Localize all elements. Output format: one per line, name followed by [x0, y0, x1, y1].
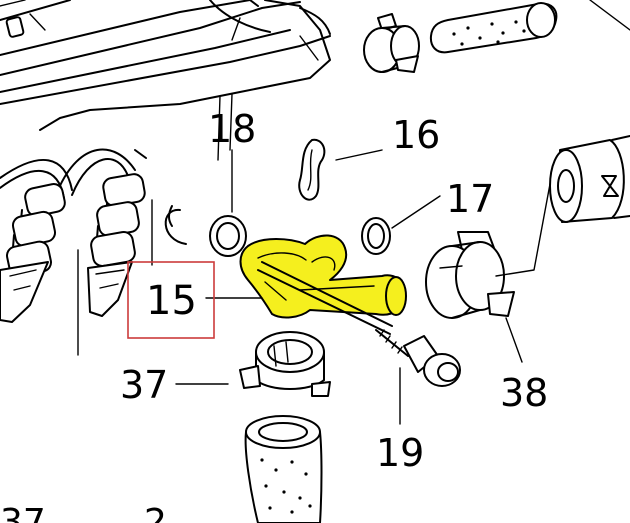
part-19-bolt — [375, 329, 461, 387]
label-19: 19 — [376, 431, 424, 475]
leader-38 — [505, 317, 523, 363]
lower-hose — [244, 415, 323, 523]
label-38: 38 — [500, 371, 548, 415]
flange-bolt-line — [257, 269, 391, 335]
flange-port — [385, 276, 407, 316]
part-16-seal — [298, 138, 326, 201]
label-16: 16 — [392, 113, 440, 157]
part-37-clamp — [239, 331, 331, 397]
upper-clamp — [363, 13, 420, 73]
label-2: 2 — [144, 502, 167, 523]
leader-lines — [175, 149, 551, 425]
right-edge-line — [589, 0, 630, 31]
right-connector — [549, 135, 630, 223]
leader-16 — [335, 149, 383, 161]
label-37-bottom: 37 — [0, 502, 46, 523]
o-rings — [164, 205, 391, 257]
part-15-coolant-flange — [239, 234, 407, 335]
label-15: 15 — [146, 278, 197, 324]
upper-hose — [429, 2, 558, 54]
label-17: 17 — [446, 177, 494, 221]
callout-box-15 — [127, 261, 215, 339]
leader-38-top — [495, 183, 551, 277]
ignition-leads — [0, 148, 153, 356]
leader-17 — [391, 195, 441, 229]
label-37: 37 — [120, 363, 168, 407]
label-18: 18 — [208, 107, 256, 151]
engine-block — [0, 0, 331, 161]
part-38-clamp — [425, 231, 515, 319]
